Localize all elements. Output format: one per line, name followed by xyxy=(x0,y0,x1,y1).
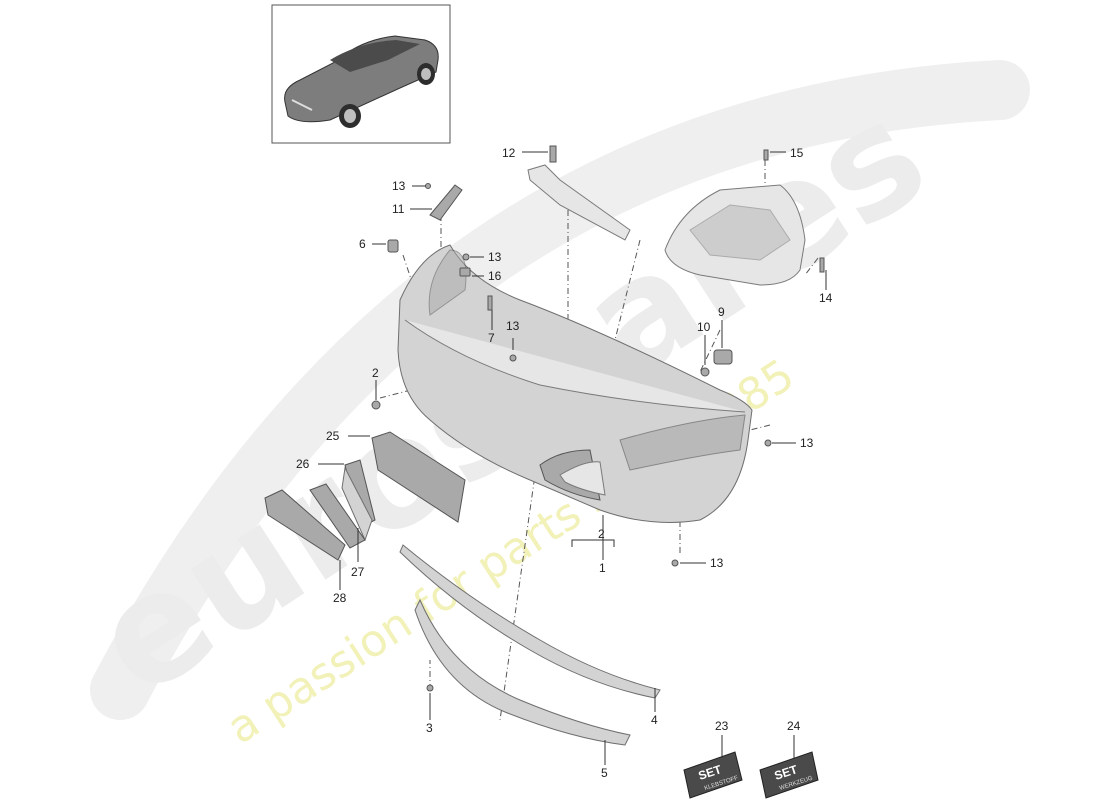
callout-2-b: 2 xyxy=(598,527,605,541)
callout-26: 26 xyxy=(296,457,310,471)
mounting-bracket xyxy=(664,184,806,286)
callout-28: 28 xyxy=(333,591,347,605)
vehicle-thumbnail xyxy=(271,4,451,144)
center-bracket xyxy=(527,164,631,241)
callout-10: 10 xyxy=(697,320,711,334)
callout-3: 3 xyxy=(426,721,433,735)
callout-13-a: 13 xyxy=(392,179,406,193)
callout-13-d: 13 xyxy=(800,436,814,450)
car-icon xyxy=(284,35,439,128)
callout-7: 7 xyxy=(488,331,495,345)
license-plate-brackets xyxy=(264,431,466,561)
callout-15: 15 xyxy=(790,146,804,160)
watermark-swoosh xyxy=(90,60,1030,720)
callout-12: 12 xyxy=(502,146,516,160)
callout-9: 9 xyxy=(718,305,725,319)
callout-14: 14 xyxy=(819,291,833,305)
callout-11: 11 xyxy=(392,202,405,216)
callout-13-c: 13 xyxy=(506,319,520,333)
callout-24: 24 xyxy=(787,719,801,733)
callout-4: 4 xyxy=(651,713,658,727)
callout-13-e: 13 xyxy=(710,556,724,570)
callout-23: 23 xyxy=(715,719,729,733)
fasteners xyxy=(371,145,825,692)
callout-13-b: 13 xyxy=(488,250,502,264)
callout-5: 5 xyxy=(601,766,608,780)
grille-strips xyxy=(399,544,661,746)
callouts: 12 13 11 6 13 16 7 13 15 14 10 9 2 13 25… xyxy=(296,146,833,780)
callout-27: 27 xyxy=(351,565,365,579)
bumper-cover xyxy=(397,244,753,523)
callout-2-a: 2 xyxy=(372,366,379,380)
kit-23: SET KLEBSTOFF xyxy=(683,751,743,799)
callout-16: 16 xyxy=(488,269,502,283)
kit-24: SET WERKZEUG xyxy=(759,751,819,799)
side-mount xyxy=(429,184,463,221)
callout-25: 25 xyxy=(326,429,340,443)
leader-lines xyxy=(318,151,827,765)
callout-1: 1 xyxy=(599,561,606,575)
callout-6: 6 xyxy=(359,237,366,251)
